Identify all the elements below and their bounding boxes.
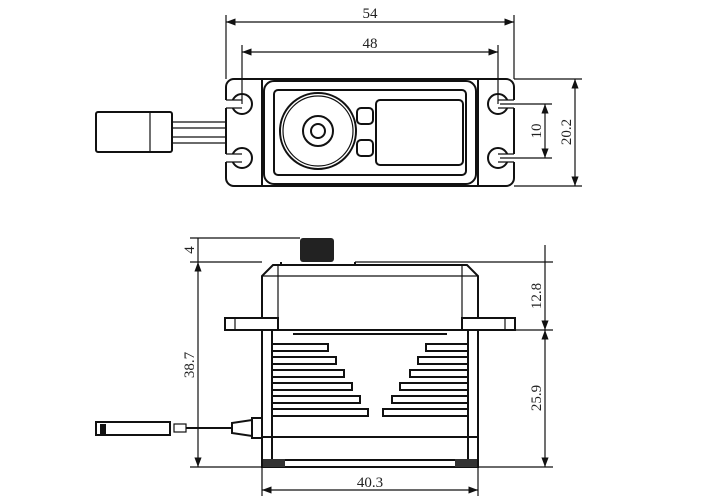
output-shaft-icon (279, 92, 357, 170)
dimension-label: 4 (182, 246, 198, 254)
dimension-label: 40.3 (357, 475, 383, 491)
dimension-label: 10 (529, 124, 545, 139)
dimension-label: 38.7 (182, 351, 198, 378)
top-view: 54 48 20.2 10 (95, 6, 582, 187)
label-panel (375, 99, 464, 166)
dimension-label: 20.2 (559, 119, 575, 145)
dimension-48: 48 (241, 36, 499, 104)
dimension-4: 4 (182, 237, 300, 263)
upper-case (261, 264, 479, 330)
dimension-38-7: 38.7 (182, 262, 262, 468)
side-view-cable (95, 417, 263, 439)
dimension-10: 10 (500, 103, 552, 159)
cooling-fins-left (271, 343, 369, 417)
side-view: 4 38.7 12.8 25.9 40.3 (95, 237, 553, 496)
dimension-label: 48 (363, 36, 378, 52)
dimension-40-3: 40.3 (261, 467, 479, 496)
dimension-label: 12.8 (529, 283, 545, 309)
dimension-25-9: 25.9 (529, 330, 549, 467)
case-top (273, 89, 467, 176)
dimension-label: 54 (363, 6, 379, 22)
indicator-lower (356, 139, 374, 157)
top-view-connector (95, 111, 226, 153)
dimension-20-2: 20.2 (514, 78, 582, 187)
cooling-fins-right (382, 343, 469, 417)
dimension-label: 25.9 (529, 385, 545, 411)
dimension-54: 54 (225, 6, 515, 79)
case-rim (263, 80, 477, 185)
top-view-outline (225, 78, 515, 187)
indicator-upper (356, 107, 374, 125)
output-spline (300, 238, 334, 262)
mounting-flanges (224, 317, 516, 331)
